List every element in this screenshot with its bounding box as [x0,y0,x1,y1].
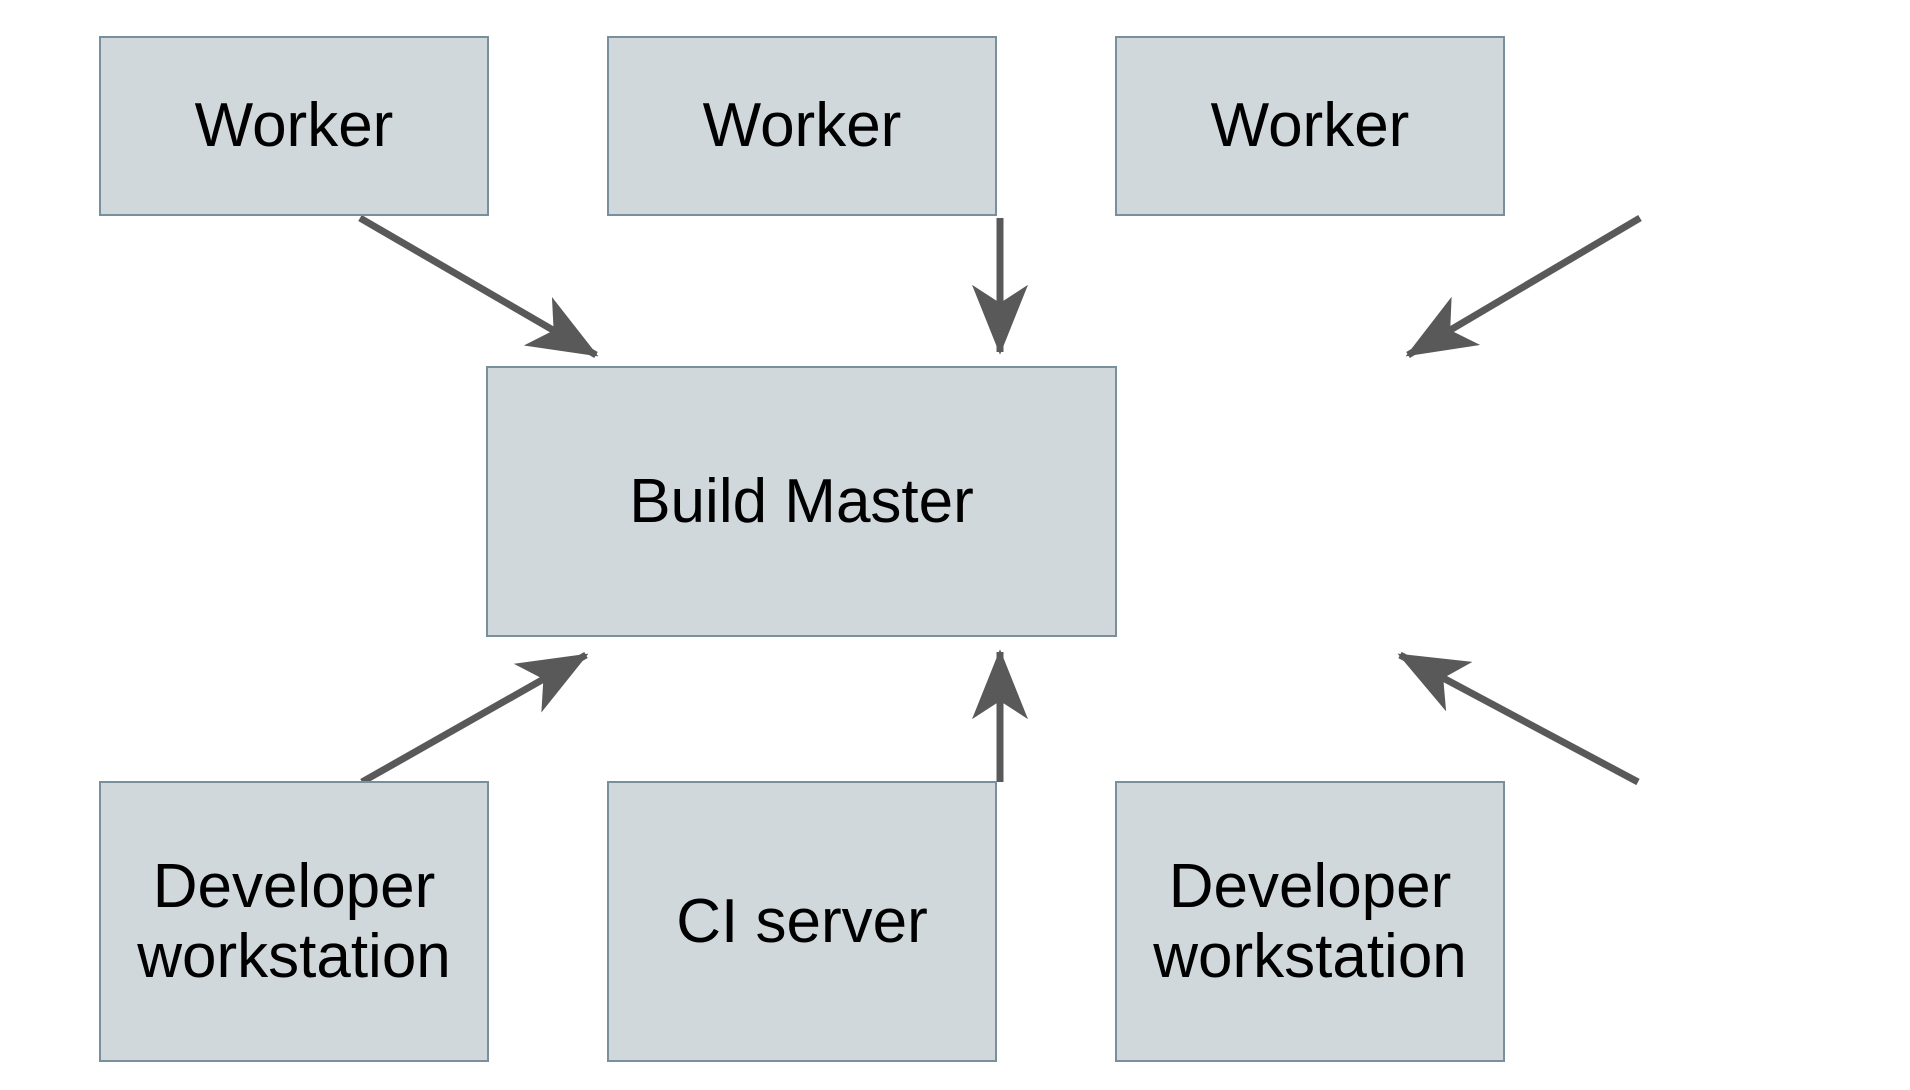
node-worker-3-label: Worker [1210,91,1410,161]
node-ci-server-label: CI server [676,886,928,956]
node-developer-workstation-right[interactable]: Developer workstation [1115,781,1505,1062]
node-build-master[interactable]: Build Master [486,366,1117,637]
node-developer-workstation-left-label: Developer workstation [137,852,451,991]
node-build-master-label: Build Master [629,466,974,536]
node-worker-2-label: Worker [702,91,902,161]
edge-worker-3-to-build-master [1405,214,1642,359]
node-worker-1[interactable]: Worker [99,36,489,216]
node-worker-3[interactable]: Worker [1115,36,1505,216]
node-developer-workstation-right-label: Developer workstation [1153,852,1467,991]
edge-dev-ws-1-to-build-master [360,651,589,786]
node-ci-server[interactable]: CI server [607,781,997,1062]
node-worker-1-label: Worker [194,91,394,161]
node-worker-2[interactable]: Worker [607,36,997,216]
edge-worker-1-to-build-master [358,214,599,359]
node-developer-workstation-left[interactable]: Developer workstation [99,781,489,1062]
edge-dev-ws-2-to-build-master [1397,651,1640,786]
